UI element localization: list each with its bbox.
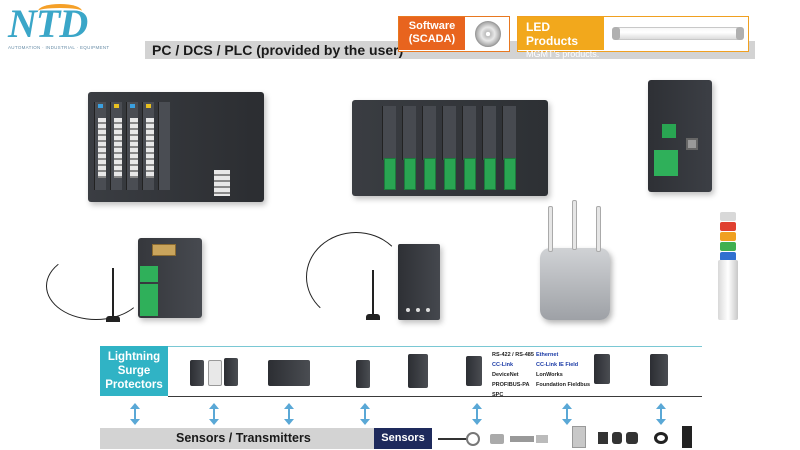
- sensor-images-strip: [432, 426, 702, 449]
- bidirectional-arrow-icon: [360, 403, 370, 425]
- bidirectional-arrow-icon: [209, 403, 219, 425]
- led-products-box: LED Products MGMT's products.: [517, 16, 749, 59]
- bidirectional-arrow-icon: [656, 403, 666, 425]
- wireless-module-image: [138, 238, 202, 318]
- surge-protector-image: [190, 360, 204, 386]
- remote-io-image: [352, 100, 548, 196]
- gateway-unit-image: [648, 80, 712, 192]
- sensors-transmitters-label: Sensors / Transmitters: [176, 431, 311, 445]
- bidirectional-arrow-icon: [284, 403, 294, 425]
- surge-protector-image: [408, 354, 428, 388]
- led-tube-icon: [612, 27, 744, 40]
- antenna-cable: [46, 252, 146, 320]
- antenna: [112, 268, 114, 320]
- antenna: [372, 270, 374, 316]
- sensors-label: Sensors: [374, 428, 432, 449]
- surge-protector-image: [268, 360, 310, 386]
- surge-protector-image: [650, 354, 668, 386]
- wireless-router-image: [540, 200, 610, 320]
- bidirectional-arrow-icon: [562, 403, 572, 425]
- logo-tagline: AUTOMATION · INDUSTRIAL · EQUIPMENT: [8, 45, 110, 50]
- surge-protector-image: [466, 356, 482, 386]
- surge-protector-image: [594, 354, 610, 384]
- antenna-cable: [306, 232, 406, 322]
- bidirectional-arrow-icon: [130, 403, 140, 425]
- protocol-list-right: Ethernet CC-Link IE Field LonWorks Found…: [536, 352, 591, 388]
- signal-tower-image: [718, 212, 738, 322]
- logo-swoosh: [38, 4, 82, 18]
- wireless-transmitter-image: [398, 244, 440, 320]
- surge-protector-image: [224, 358, 238, 386]
- led-products-label: LED Products MGMT's products.: [518, 17, 604, 59]
- company-logo: NTD AUTOMATION · INDUSTRIAL · EQUIPMENT: [8, 4, 118, 52]
- host-system-label: PC / DCS / PLC (provided by the user): [152, 42, 404, 58]
- bidirectional-arrow-icon: [472, 403, 482, 425]
- modular-plc-image: [88, 92, 264, 202]
- protocol-list-left: RS-422 / RS-485 CC-Link DeviceNet PROFIB…: [492, 352, 534, 398]
- cd-disc-icon: [475, 21, 501, 47]
- software-scada-box: Software (SCADA): [398, 16, 510, 52]
- surge-protector-image: [356, 360, 370, 388]
- software-label: Software (SCADA): [399, 17, 465, 50]
- surge-protector-image: [208, 360, 222, 386]
- lightning-surge-protectors-label: Lightning Surge Protectors: [100, 346, 168, 396]
